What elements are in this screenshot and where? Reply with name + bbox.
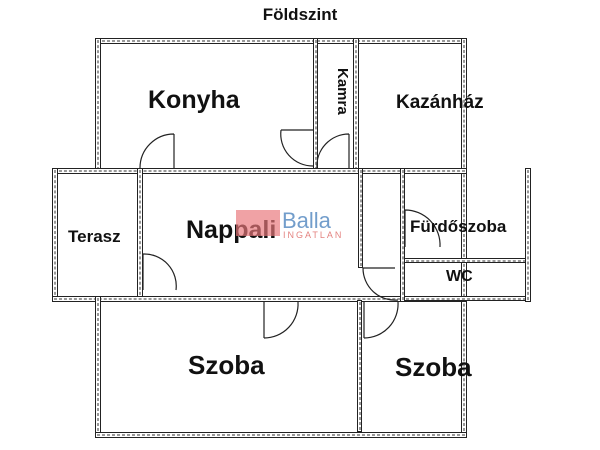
floor-title: Földszint bbox=[262, 5, 338, 24]
watermark-sub: INGATLAN bbox=[283, 230, 344, 240]
door-szoba-right-icon bbox=[363, 301, 399, 339]
wall-bath-right bbox=[525, 168, 531, 302]
door-hall-icon bbox=[362, 267, 399, 301]
room-wc: WC bbox=[446, 268, 473, 285]
house-icon bbox=[236, 210, 280, 236]
room-kazanhaz: Kazánház bbox=[396, 92, 484, 113]
room-kamra: Kamra bbox=[334, 68, 351, 115]
door-furdoszoba-icon bbox=[404, 209, 441, 248]
room-terasz: Terasz bbox=[68, 227, 121, 246]
wall-nappali-right bbox=[358, 168, 363, 268]
wall-bottom bbox=[95, 432, 467, 438]
watermark-brand: Balla bbox=[282, 208, 331, 233]
door-szoba-left-icon bbox=[263, 301, 299, 339]
room-furdoszoba: Fürdőszoba bbox=[410, 217, 507, 236]
door-kamra-icon bbox=[280, 129, 314, 167]
room-szoba-right: Szoba bbox=[395, 352, 472, 382]
door-konyha-icon bbox=[139, 133, 175, 169]
door-terasz-icon bbox=[142, 253, 177, 291]
door-kazanhaz-icon bbox=[316, 133, 350, 169]
room-konyha: Konyha bbox=[148, 86, 240, 114]
room-szoba-left: Szoba bbox=[188, 350, 265, 380]
watermark-logo: Balla INGATLAN bbox=[236, 208, 341, 242]
wall-szoba-divider bbox=[357, 300, 362, 432]
